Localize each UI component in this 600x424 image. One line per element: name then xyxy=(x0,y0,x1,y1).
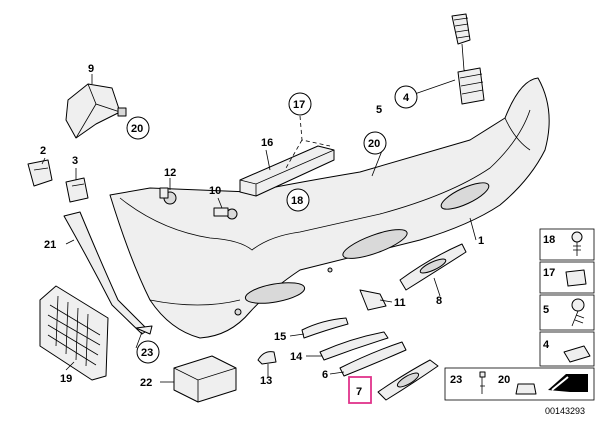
part-19-grille xyxy=(39,285,109,381)
callout-6: 6 xyxy=(322,369,328,381)
arrow-icon xyxy=(548,374,588,392)
callout-17-circle xyxy=(288,92,312,116)
legend-label-23: 23 xyxy=(450,374,462,386)
part-16-module xyxy=(239,145,335,197)
callout-20: 20 xyxy=(131,123,143,135)
part-6-trim xyxy=(339,341,407,377)
callout-10: 10 xyxy=(209,185,221,197)
legend-row-5 xyxy=(539,294,595,331)
callout-18-circle xyxy=(286,188,310,212)
rear-bumper xyxy=(109,77,550,339)
callout-1: 1 xyxy=(478,235,484,247)
part-8-reflector xyxy=(399,243,467,291)
clip-17-icon xyxy=(565,269,587,287)
part-23-clip xyxy=(135,325,153,335)
legend-label-5: 5 xyxy=(543,304,549,316)
part-13-cap xyxy=(257,351,277,365)
callout-22: 22 xyxy=(140,377,152,389)
callout-2: 2 xyxy=(40,145,46,157)
callout-12: 12 xyxy=(164,167,176,179)
part-14-trim xyxy=(319,331,389,361)
legend-label-17: 17 xyxy=(543,267,555,279)
callout-3: 3 xyxy=(72,155,78,167)
nut-4-icon xyxy=(563,345,591,363)
wiring-harness xyxy=(451,13,485,105)
screw-18-icon xyxy=(571,231,583,256)
arrow-outline-icon xyxy=(551,376,569,391)
part-9-bracket xyxy=(65,83,127,139)
callout-8: 8 xyxy=(436,295,442,307)
callout-21: 21 xyxy=(44,239,56,251)
callout-7: 7 xyxy=(356,386,362,398)
callout-7-highlight-box xyxy=(348,376,372,404)
callout-15: 15 xyxy=(274,331,286,343)
part-3-clip xyxy=(65,177,89,203)
callout-14: 14 xyxy=(290,351,303,363)
callout-4-circle xyxy=(394,85,418,109)
callout-11: 11 xyxy=(394,297,406,309)
callout-9: 9 xyxy=(88,63,94,75)
part-7-trim xyxy=(377,359,439,401)
bumper-openings xyxy=(234,182,490,316)
part-2-clip xyxy=(27,159,53,187)
legend-row-4 xyxy=(539,331,595,367)
diagram-id: 00143293 xyxy=(545,406,585,416)
callout-20b: 20 xyxy=(368,138,380,150)
part-12-sensor xyxy=(159,187,177,205)
legend-label-18: 18 xyxy=(543,234,555,246)
callout-13: 13 xyxy=(260,375,272,387)
callout-23: 23 xyxy=(141,347,153,359)
part-10-sensor-holder xyxy=(213,207,238,220)
legend-label-20: 20 xyxy=(498,374,510,386)
callout-19: 19 xyxy=(60,373,72,385)
fastener-legend: 18 17 5 4 23 20 xyxy=(444,228,595,401)
callout-5: 5 xyxy=(376,104,382,116)
screw-5-icon xyxy=(571,298,585,327)
part-22-foam-block xyxy=(173,355,237,403)
grommet-20-icon xyxy=(515,383,537,395)
callout-20b-circle xyxy=(363,131,387,155)
legend-label-4: 4 xyxy=(543,339,550,351)
callout-23-circle xyxy=(136,340,160,364)
legend-row-18 xyxy=(539,228,595,261)
callout-16: 16 xyxy=(261,137,273,149)
pin-23-icon xyxy=(479,371,486,394)
callout-17: 17 xyxy=(293,99,305,111)
part-11-clip xyxy=(359,289,387,311)
callout-20-circle xyxy=(126,116,150,140)
callout-18: 18 xyxy=(291,195,303,207)
callout-4: 4 xyxy=(403,92,410,104)
part-15-trim xyxy=(301,317,349,339)
